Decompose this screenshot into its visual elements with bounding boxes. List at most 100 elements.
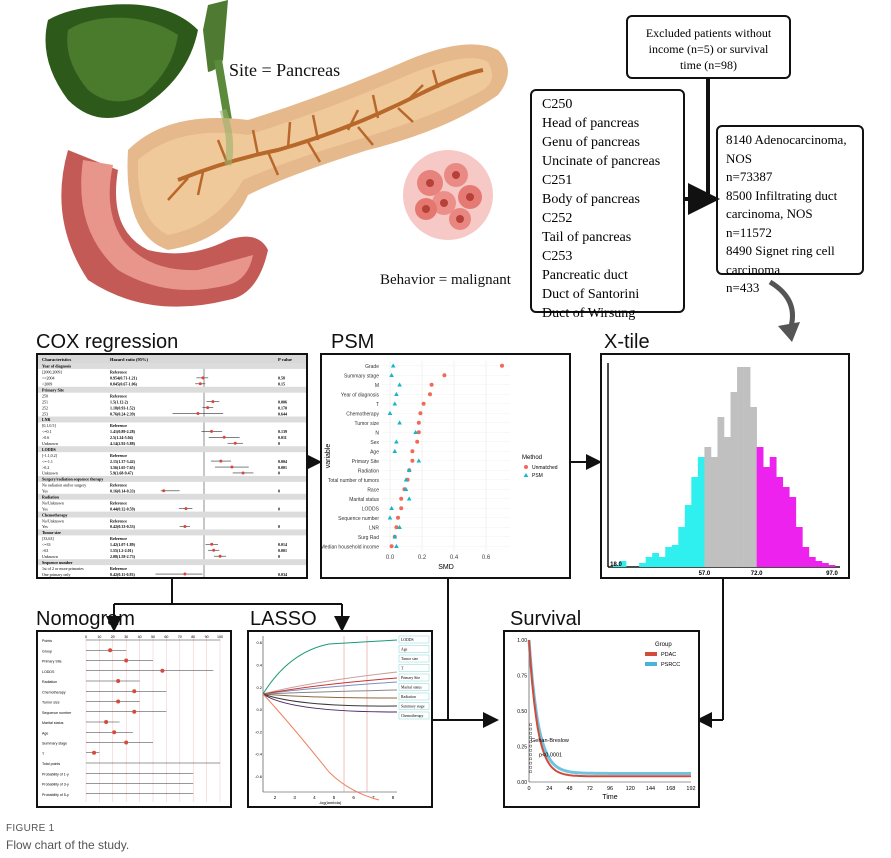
xtile-bar	[613, 565, 620, 567]
psm-variable-label: Median household income	[322, 544, 379, 550]
cox-row-hr: 1.41(0.89-2.28)	[110, 429, 136, 434]
xtile-bar	[645, 557, 653, 567]
cox-row-label: 253	[42, 411, 48, 416]
xtile-bar	[717, 417, 725, 567]
survival-censor-mark	[529, 766, 532, 769]
cox-row-label: Unknown	[42, 441, 58, 446]
lasso-label: Tumor size	[401, 657, 418, 661]
cox-row-label: 252	[42, 405, 48, 410]
xtile-bar	[704, 447, 712, 567]
psm-unmatched-point	[399, 506, 404, 511]
nomogram-row-label: Points	[42, 639, 52, 643]
lasso-label-box	[398, 664, 430, 672]
site-code: Head of pancreas	[542, 116, 640, 131]
cox-row-hr: 1.55(1.2-2.01)	[110, 548, 134, 553]
nomogram-point	[124, 740, 129, 745]
survival-censor-mark	[529, 757, 532, 761]
cox-row-p: 0.011	[278, 435, 287, 440]
psm-unmatched-point	[389, 544, 394, 549]
cox-row-label: [2000,2009]	[42, 370, 62, 376]
lasso-label: Age	[401, 648, 408, 652]
cox-row-p: 0	[278, 441, 280, 446]
lasso-label: Primary Site	[401, 676, 420, 680]
survival-x-tick: 48	[566, 786, 572, 792]
psm-variable-label: Sequence number	[338, 516, 379, 522]
nomogram-row-label: Marital status	[42, 721, 64, 725]
cox-row-label: >0.6	[42, 435, 49, 440]
psm-variable-label: Total number of tumors	[328, 478, 380, 484]
cox-row-p: 0	[278, 489, 280, 494]
survival-x-label: Time	[602, 794, 617, 801]
cox-hr-point	[206, 406, 210, 410]
cox-hr-point	[210, 429, 214, 433]
cox-row-hr: 0.42(0.33-0.53)	[110, 524, 136, 529]
cox-hr-point	[218, 554, 222, 558]
cox-row-p: 0.001	[278, 548, 287, 553]
site-codes-box: C250 Head of pancreas Genu of pancreas U…	[530, 89, 685, 321]
psm-matched-point	[403, 477, 409, 482]
cox-hr-point	[212, 548, 216, 552]
survival-x-tick: 120	[626, 786, 635, 792]
psm-matched-point	[387, 410, 393, 416]
psm-matched-point	[397, 382, 402, 387]
psm-title: PSM	[331, 331, 375, 353]
cox-row-label: Unknown	[42, 554, 58, 559]
psm-matched-point	[416, 458, 422, 463]
nomogram-row-label: Probability of 1-y	[42, 772, 69, 776]
lasso-label-box	[398, 692, 430, 701]
cox-row-label: >2009	[42, 382, 52, 387]
psm-matched-point	[389, 505, 394, 511]
nomogram-point-tick: 10	[97, 635, 101, 639]
cox-hr-point	[184, 507, 188, 511]
cox-row-label: Yes	[42, 506, 48, 511]
lasso-y-tick: -0.4	[255, 752, 263, 757]
lasso-coefficient-path	[262, 693, 380, 801]
cox-group-bg	[38, 559, 306, 566]
psm-legend-unmatched: Unmatched	[532, 465, 558, 471]
cox-row-hr: 2.5(1.24-5.04)	[110, 435, 134, 440]
xtile-bar	[665, 547, 673, 567]
nomogram-point-tick: 70	[178, 635, 182, 639]
psm-variable-label: Chemotherapy	[346, 411, 379, 417]
cox-row-p: 0	[278, 524, 280, 529]
xtile-bar	[710, 457, 718, 567]
cox-row-label: Tumor size	[42, 530, 61, 535]
cox-row-hr: 1.18(0.93-1.52)	[110, 405, 136, 410]
cox-group-bg	[38, 529, 306, 536]
excluded-patients-box: Excluded patients without income (n=5) o…	[626, 15, 791, 79]
site-code: Pancreatic duct	[542, 268, 628, 283]
excluded-line: income (n=5) or survival	[648, 42, 769, 56]
psm-matched-point	[406, 467, 412, 473]
behavior-label: Behavior = malignant	[380, 272, 511, 288]
psm-matched-point	[394, 391, 399, 397]
cox-row-hr: 0.44(0.32-0.59)	[110, 506, 136, 511]
cox-hr-point	[233, 441, 237, 445]
psm-variable-label: Race	[367, 487, 379, 493]
nomogram-point-tick: 20	[111, 635, 115, 639]
psm-x-tick: 0.4	[450, 555, 459, 561]
psm-matched-point	[392, 534, 398, 539]
cox-row-hr: 1.42(1.07-1.89)	[110, 542, 136, 547]
psm-x-tick: 0.2	[418, 555, 427, 561]
psm-unmatched-point	[416, 430, 421, 435]
cox-group-bg	[38, 416, 306, 423]
survival-title: Survival	[510, 608, 582, 630]
cox-hr-point	[201, 376, 205, 380]
psm-variable-label: Year of diagnosis	[341, 392, 380, 398]
cox-hr-point	[210, 542, 214, 546]
nomogram-row-label: LODDS	[42, 670, 55, 674]
lasso-label-box	[398, 654, 430, 663]
lasso-coefficient-path	[262, 681, 398, 695]
xtile-tick-label: 57.0	[699, 571, 711, 577]
lasso-title: LASSO	[250, 608, 317, 630]
cox-row-hr: 3.56(1.65-7.65)	[110, 465, 136, 470]
site-code: Body of pancreas	[542, 192, 640, 207]
site-code: Uncinate of pancreas	[542, 154, 661, 169]
nomogram-row-label: Primary Site	[42, 660, 62, 664]
excluded-line: Excluded patients without	[645, 26, 772, 40]
xtile-bar	[756, 447, 764, 567]
